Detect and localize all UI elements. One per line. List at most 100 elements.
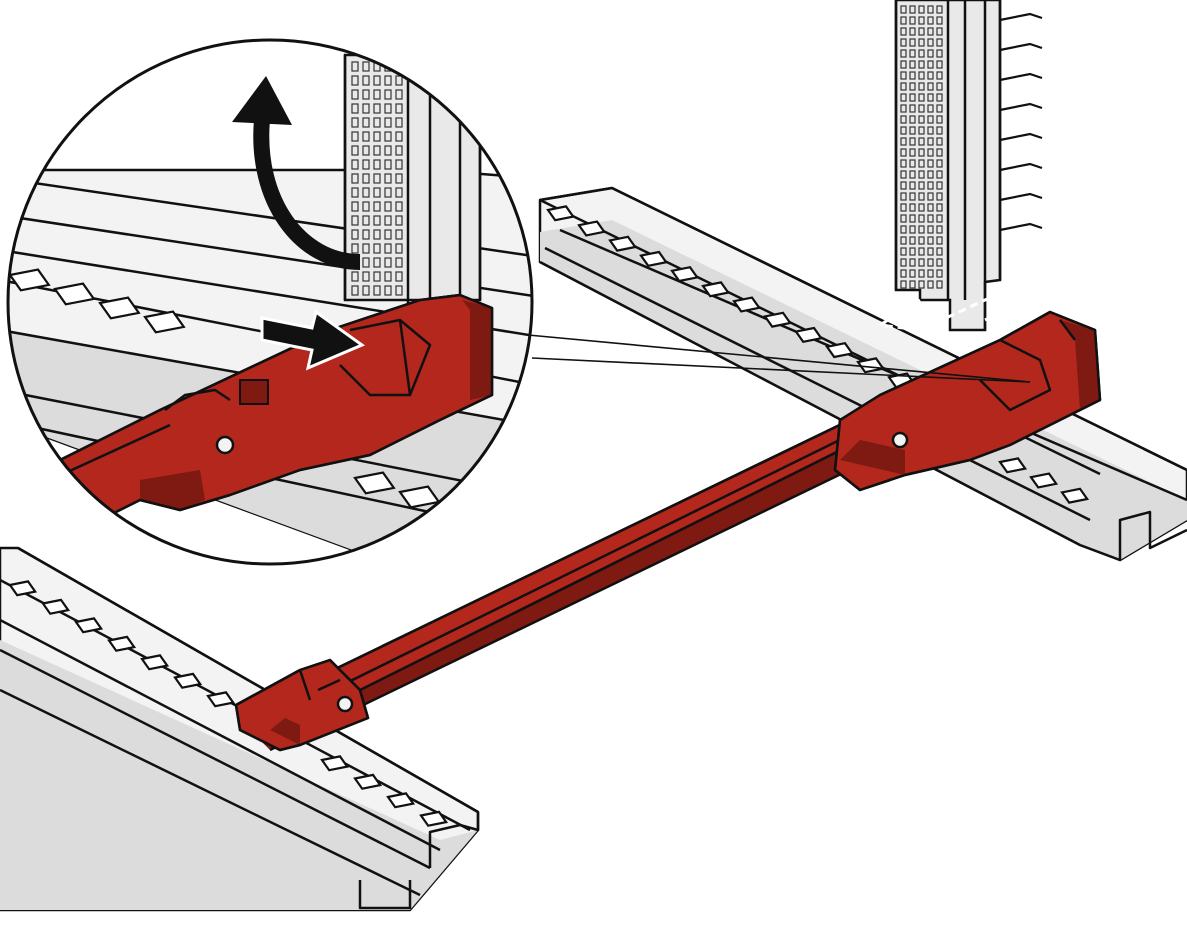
contact-cell: [362, 173, 370, 184]
rail-slot: [1029, 472, 1059, 489]
contact-cell: [900, 126, 907, 135]
contact-cell: [395, 61, 403, 72]
contact-cell: [927, 104, 934, 113]
contact-cell: [918, 115, 925, 124]
contact-cell: [373, 131, 381, 142]
contact-cell: [362, 145, 370, 156]
rail-slot: [670, 265, 700, 283]
contact-cell: [927, 269, 934, 278]
contact-cell: [936, 82, 943, 91]
contact-cell: [395, 257, 403, 268]
contact-cell: [909, 236, 916, 245]
contact-cell: [936, 93, 943, 102]
contact-cell: [909, 49, 916, 58]
contact-cell: [351, 201, 359, 212]
contact-cell: [927, 159, 934, 168]
contact-cell: [395, 89, 403, 100]
contact-cell: [927, 27, 934, 36]
rail-slot: [41, 598, 71, 615]
rail-slot-row: [8, 580, 449, 827]
contact-cell: [384, 243, 392, 254]
contact-cell: [927, 258, 934, 267]
contact-cell: [936, 258, 943, 267]
contact-cell: [936, 170, 943, 179]
contact-cell: [918, 27, 925, 36]
contact-cell: [362, 75, 370, 86]
contact-cell: [900, 5, 907, 14]
contact-cell: [936, 214, 943, 223]
contact-cell: [927, 93, 934, 102]
contact-cell: [362, 285, 370, 296]
rail-slot: [608, 235, 638, 252]
contact-cell: [909, 16, 916, 25]
contact-cell: [362, 89, 370, 100]
card-guide-rail: [234, 310, 1102, 752]
contact-cell: [362, 117, 370, 128]
contact-cell: [362, 159, 370, 170]
contact-cell: [900, 93, 907, 102]
contact-cell: [909, 192, 916, 201]
contact-cell: [395, 285, 403, 296]
connector-contacts: [900, 5, 943, 289]
contact-cell: [384, 257, 392, 268]
rail-slot: [794, 326, 824, 344]
contact-cell: [918, 126, 925, 135]
contact-cell: [900, 258, 907, 267]
connector-pin: [999, 102, 1043, 112]
contact-cell: [918, 247, 925, 256]
contact-cell: [373, 215, 381, 226]
rail-slot: [107, 635, 137, 652]
contact-cell: [927, 170, 934, 179]
contact-cell: [918, 159, 925, 168]
contact-cell: [909, 225, 916, 234]
contact-cell: [900, 137, 907, 146]
contact-cell: [927, 82, 934, 91]
contact-cell: [900, 247, 907, 256]
contact-cell: [351, 215, 359, 226]
contact-cell: [384, 201, 392, 212]
contact-cell: [909, 280, 916, 289]
contact-cell: [900, 49, 907, 58]
contact-cell: [909, 93, 916, 102]
contact-cell: [936, 159, 943, 168]
connector-contacts: [351, 61, 403, 296]
contact-cell: [927, 71, 934, 80]
contact-cell: [927, 38, 934, 47]
connector-pin: [999, 162, 1043, 172]
contact-cell: [918, 49, 925, 58]
contact-cell: [362, 215, 370, 226]
rail-slot: [206, 691, 236, 708]
contact-cell: [918, 214, 925, 223]
contact-cell: [918, 16, 925, 25]
rail-slot: [577, 220, 607, 237]
contact-cell: [373, 257, 381, 268]
contact-cell: [909, 170, 916, 179]
contact-cell: [351, 131, 359, 142]
contact-cell: [927, 148, 934, 157]
contact-cell: [918, 71, 925, 80]
contact-cell: [900, 71, 907, 80]
connector-pin: [999, 72, 1043, 82]
rail-slot: [143, 310, 186, 334]
contact-cell: [362, 243, 370, 254]
contact-cell: [373, 89, 381, 100]
rail-slot: [320, 755, 350, 772]
contact-cell: [918, 137, 925, 146]
rail-slot: [732, 296, 762, 313]
contact-cell: [373, 103, 381, 114]
contact-cell: [395, 173, 403, 184]
contact-cell: [362, 257, 370, 268]
contact-cell: [927, 214, 934, 223]
contact-cell: [395, 271, 403, 282]
contact-cell: [927, 192, 934, 201]
contact-cell: [395, 201, 403, 212]
rail-slot: [419, 810, 449, 827]
detail-magnifier: [6, 38, 534, 566]
contact-cell: [384, 285, 392, 296]
rail-slot: [386, 792, 416, 809]
contact-cell: [384, 131, 392, 142]
rail-slot: [173, 672, 203, 689]
contact-cell: [900, 16, 907, 25]
contact-cell: [918, 170, 925, 179]
contact-cell: [373, 201, 381, 212]
